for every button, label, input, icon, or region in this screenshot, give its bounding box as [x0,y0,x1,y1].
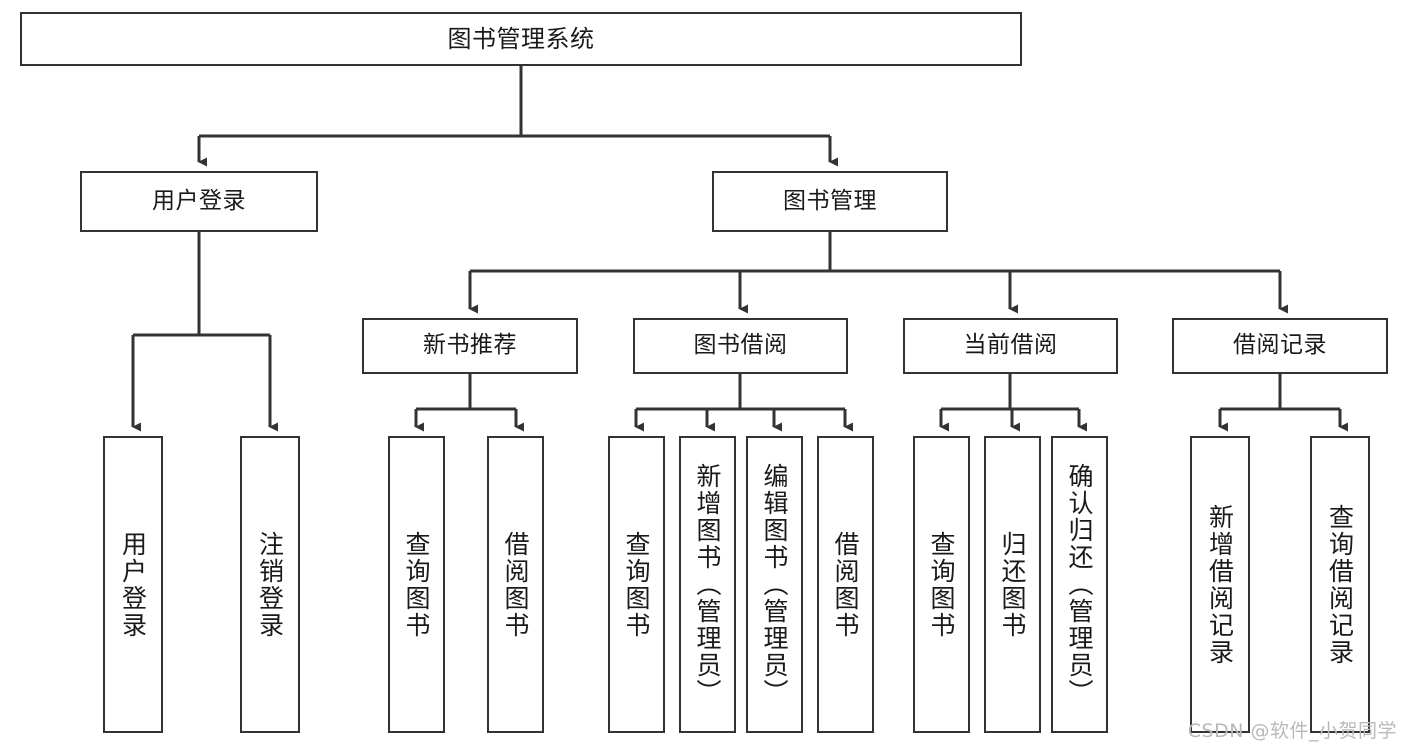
node-leaf-add-record[interactable]: 新增借阅记录 [1190,436,1250,733]
node-leaf-borrow-book-1-label: 借阅图书 [501,530,530,639]
node-root[interactable]: 图书管理系统 [20,12,1022,66]
node-leaf-add-book-label: 新增图书（管理员） [693,463,722,706]
node-leaf-query-book-2-label: 查询图书 [622,530,651,639]
node-leaf-return-book-label: 归还图书 [998,530,1027,639]
watermark-text: CSDN @软件_小贺同学 [1187,720,1397,742]
node-root-label: 图书管理系统 [447,24,595,53]
node-leaf-add-book[interactable]: 新增图书（管理员） [679,436,736,733]
node-borrow-record[interactable]: 借阅记录 [1172,318,1388,374]
node-leaf-confirm-return-label: 确认归还（管理员） [1065,463,1094,706]
node-borrow-record-label: 借阅记录 [1233,332,1327,359]
node-book-manage[interactable]: 图书管理 [712,171,948,232]
node-book-manage-label: 图书管理 [783,187,877,214]
node-leaf-borrow-book-2-label: 借阅图书 [831,530,860,639]
node-user-login-label: 用户登录 [152,187,246,214]
node-leaf-borrow-book-2[interactable]: 借阅图书 [817,436,874,733]
node-leaf-borrow-book-1[interactable]: 借阅图书 [487,436,544,733]
node-leaf-logout-label: 注销登录 [255,530,285,639]
node-leaf-query-book-1[interactable]: 查询图书 [388,436,445,733]
node-new-book-recommend-label: 新书推荐 [423,332,517,359]
node-leaf-return-book[interactable]: 归还图书 [984,436,1041,733]
node-leaf-query-book-1-label: 查询图书 [402,530,431,639]
node-leaf-user-login-label: 用户登录 [118,530,148,639]
node-leaf-logout[interactable]: 注销登录 [240,436,300,733]
node-leaf-query-record[interactable]: 查询借阅记录 [1310,436,1370,733]
node-leaf-add-record-label: 新增借阅记录 [1205,503,1235,666]
node-book-borrow[interactable]: 图书借阅 [633,318,848,374]
node-leaf-query-book-3-label: 查询图书 [927,530,956,639]
node-leaf-confirm-return[interactable]: 确认归还（管理员） [1051,436,1108,733]
node-leaf-user-login[interactable]: 用户登录 [103,436,163,733]
node-book-borrow-label: 图书借阅 [693,332,788,359]
node-user-login[interactable]: 用户登录 [80,171,318,232]
node-current-borrow[interactable]: 当前借阅 [903,318,1118,374]
node-leaf-edit-book-label: 编辑图书（管理员） [760,463,789,706]
node-leaf-query-book-3[interactable]: 查询图书 [913,436,970,733]
node-current-borrow-label: 当前借阅 [963,332,1058,359]
node-leaf-query-record-label: 查询借阅记录 [1325,503,1355,666]
node-leaf-query-book-2[interactable]: 查询图书 [608,436,665,733]
node-new-book-recommend[interactable]: 新书推荐 [362,318,578,374]
node-leaf-edit-book[interactable]: 编辑图书（管理员） [746,436,803,733]
